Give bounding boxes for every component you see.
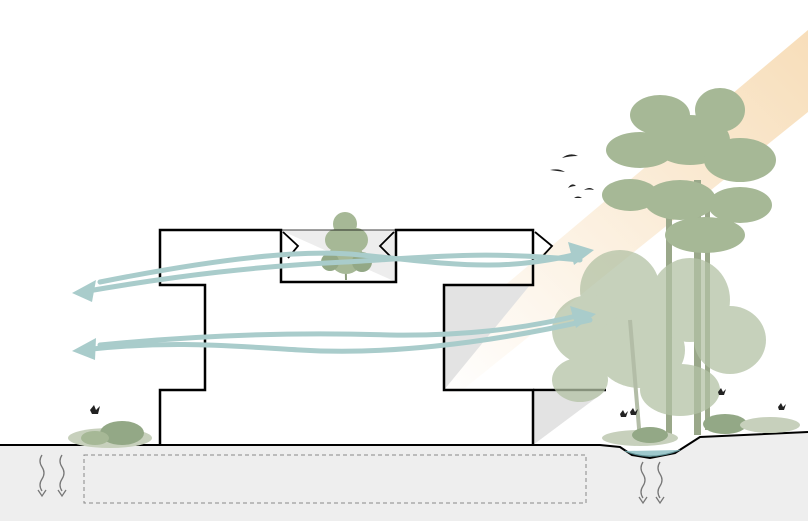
grass-tuft-right bbox=[602, 414, 800, 446]
deciduous-tree bbox=[552, 250, 766, 441]
rain-infiltration-arrow bbox=[59, 454, 65, 492]
bird-icon bbox=[568, 184, 576, 188]
butterfly-icon bbox=[620, 410, 628, 417]
rain-infiltration-arrow bbox=[640, 461, 646, 499]
airflow-arrow-upper-left bbox=[79, 252, 583, 295]
butterfly-icon bbox=[718, 388, 726, 395]
bird-icon bbox=[562, 154, 578, 158]
rain-infiltration-arrow bbox=[39, 454, 45, 492]
rain-infiltration-arrow bbox=[657, 461, 663, 499]
ground bbox=[0, 431, 808, 521]
airflow-arrow-lower-left bbox=[79, 317, 593, 354]
butterflies bbox=[90, 388, 786, 417]
butterfly-icon bbox=[778, 403, 786, 410]
butterfly-icon bbox=[630, 408, 638, 415]
airflow-arrows bbox=[79, 249, 593, 354]
shade-area-terrace bbox=[533, 392, 604, 445]
butterfly-icon bbox=[90, 405, 100, 414]
bird-flock bbox=[550, 154, 594, 198]
bird-icon bbox=[550, 169, 565, 172]
rain-infiltration-arrows bbox=[37, 454, 665, 505]
airflow-arrow-lower-right bbox=[97, 311, 588, 348]
bird-icon bbox=[584, 188, 594, 190]
airflow-arrow-upper-right bbox=[97, 249, 588, 285]
grass-tuft-left bbox=[68, 421, 152, 448]
bird-icon bbox=[574, 196, 582, 198]
basement-outline bbox=[83, 454, 587, 504]
airflow-arrowheads bbox=[72, 242, 596, 360]
courtyard-tree bbox=[321, 212, 372, 281]
pine-trees bbox=[602, 88, 776, 440]
